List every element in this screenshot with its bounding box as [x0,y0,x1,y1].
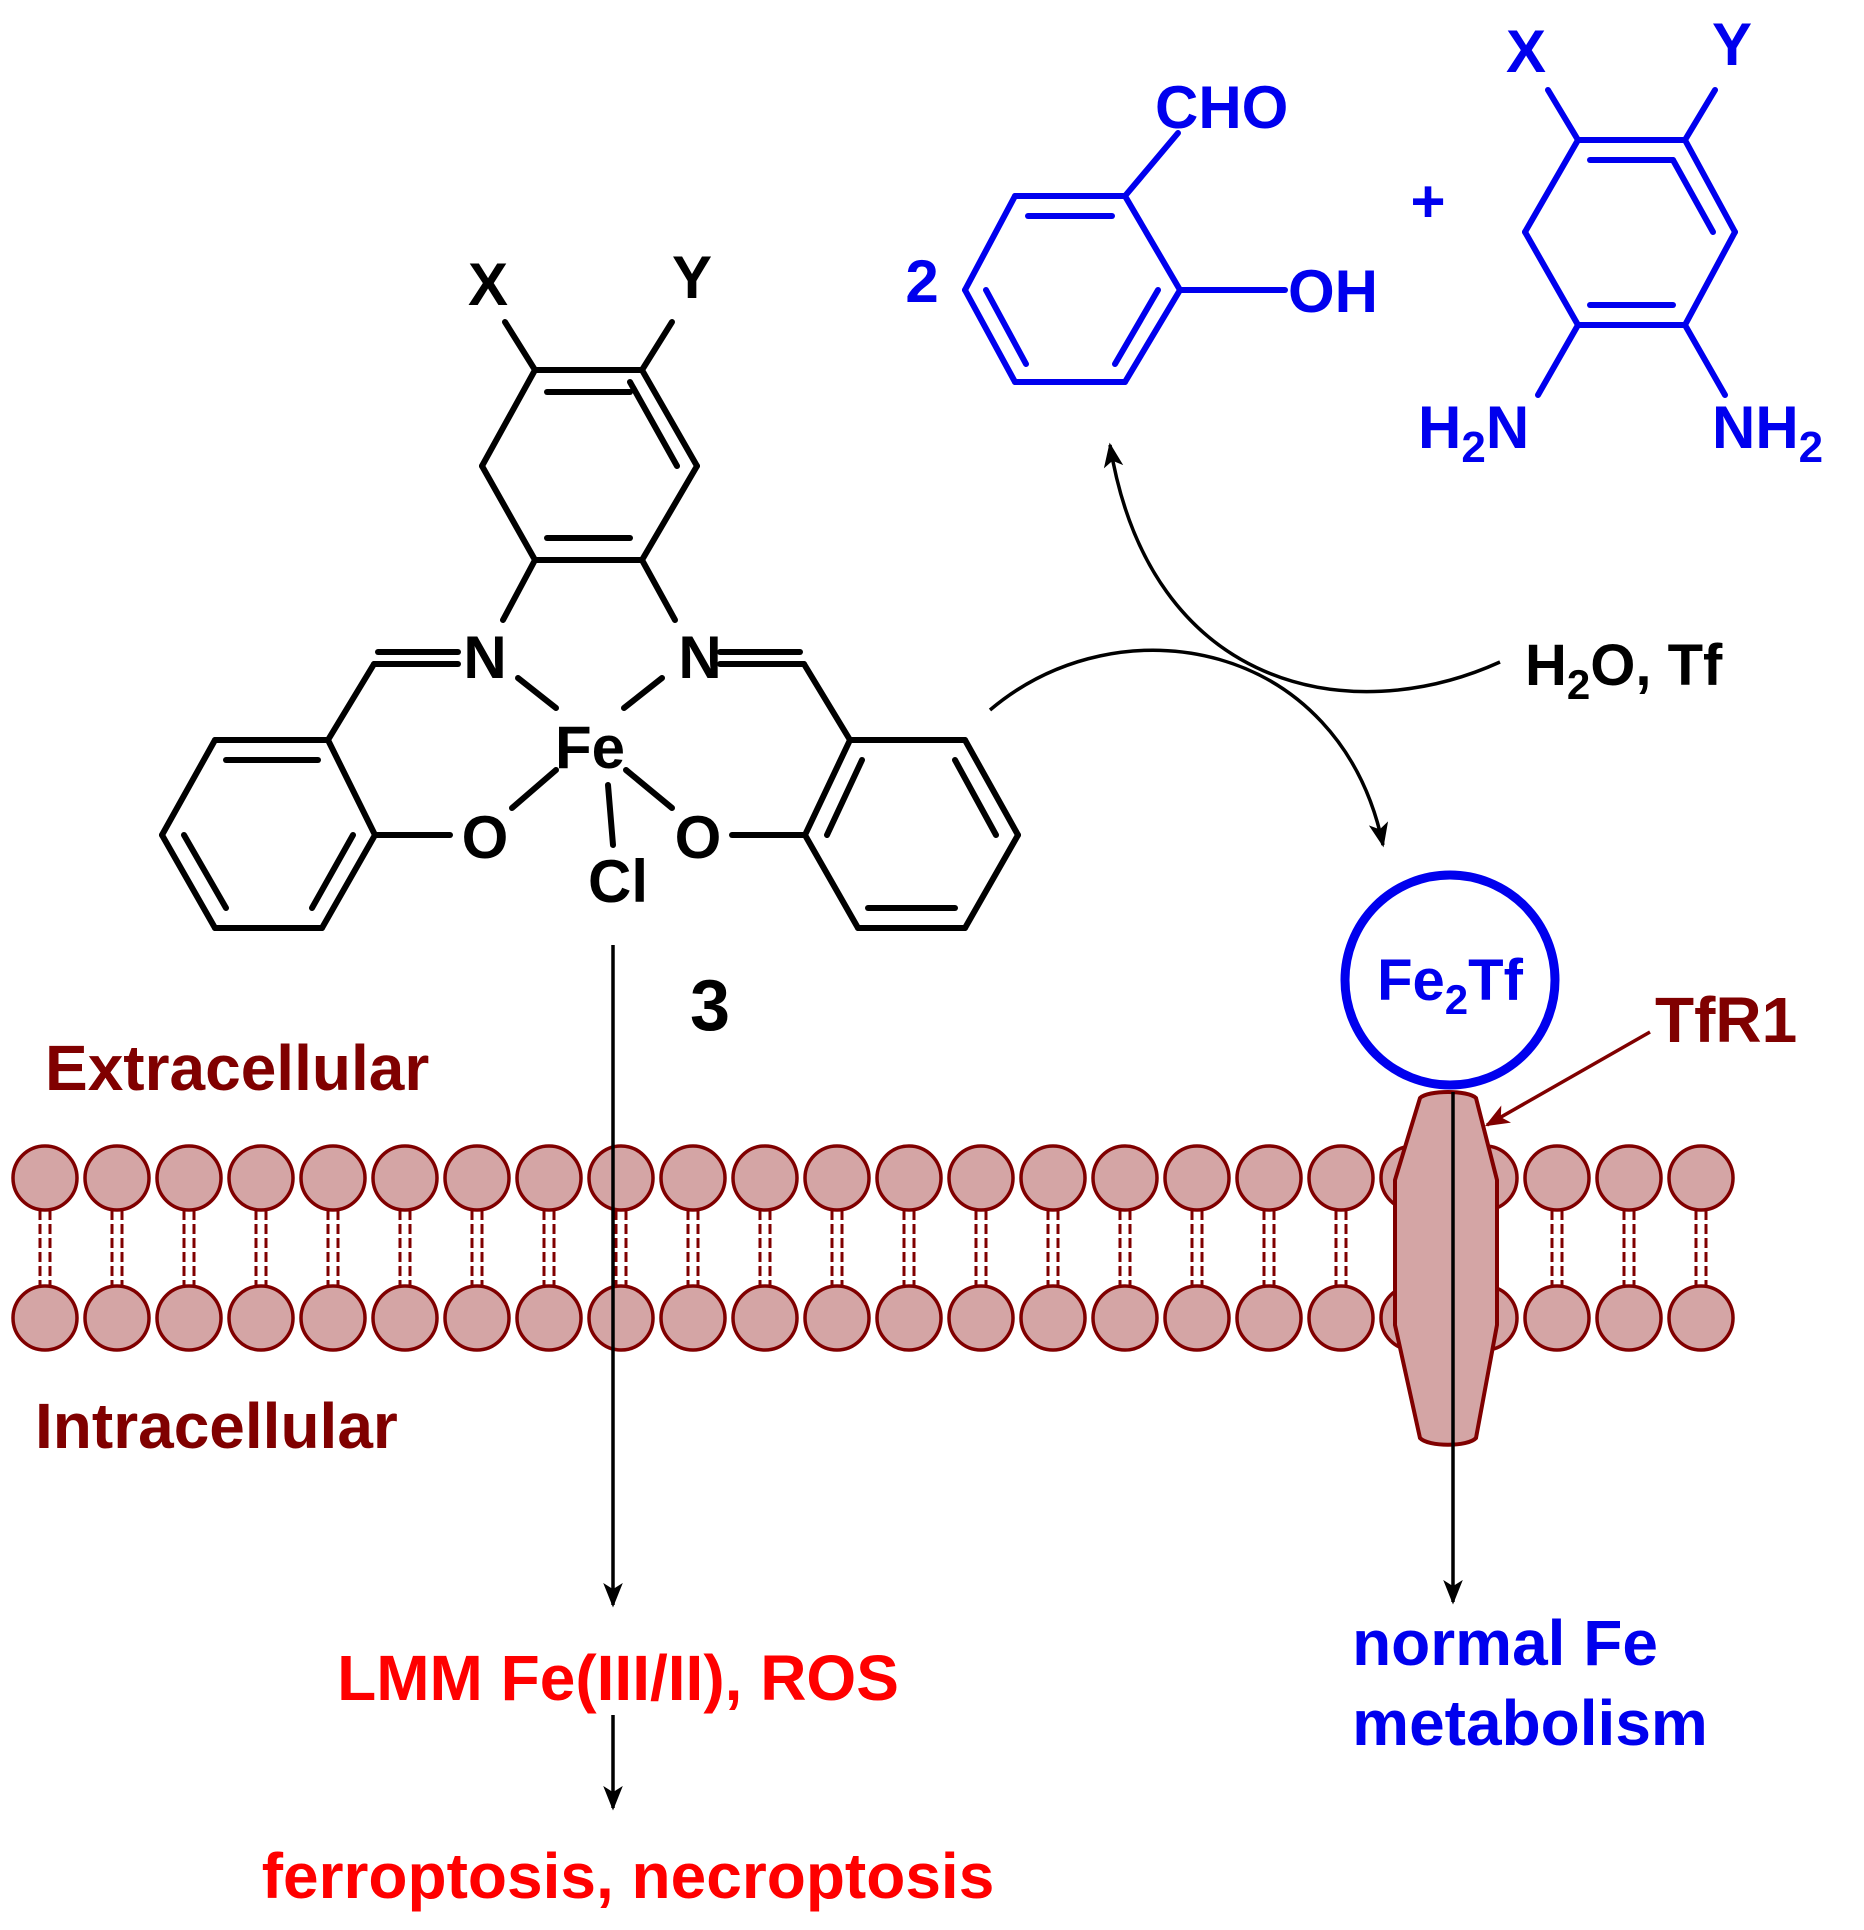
complex-iron-center: Fe [555,714,625,781]
amine-right: NH2 [1712,394,1823,472]
lipid-head [947,1144,1015,1212]
tfr1-pointer [1484,1030,1651,1127]
salicylaldehyde-structure [962,130,1288,385]
tfr1-receptor [1393,1090,1499,1447]
diamine-substituent-x: X [1506,18,1546,85]
lipid-head [947,1284,1015,1352]
lipid-head [1667,1144,1735,1212]
lipid-head [1019,1144,1087,1212]
lipid-head [11,1144,79,1212]
lipid-head [1307,1144,1375,1212]
lipid-head [1523,1144,1591,1212]
compound-number: 3 [690,966,730,1046]
lipid-head [875,1284,943,1352]
lmm-iron-ros-label: LMM Fe(III/II), ROS [337,1642,899,1714]
complex-phenolate-o-left: O [462,804,509,871]
lipid-head [803,1284,871,1352]
plus-sign: + [1410,168,1445,235]
intracellular-label: Intracellular [35,1390,398,1462]
lipid-head [587,1144,655,1212]
lipid-head [1091,1284,1159,1352]
lipid-head [1091,1144,1159,1212]
lipid-head [1595,1284,1663,1352]
lipid-head [1163,1284,1231,1352]
metabolism-label: metabolism [1352,1687,1708,1759]
iron-complex-structure [159,319,1021,931]
lipid-head [83,1284,151,1352]
lipid-head [1307,1284,1375,1352]
complex-imine-n-left: N [463,624,506,691]
lipid-head [227,1144,295,1212]
lipid-head [155,1144,223,1212]
lipid-head [443,1284,511,1352]
lipid-head [875,1144,943,1212]
lipid-head [83,1144,151,1212]
hydroxyl-group: OH [1288,258,1378,325]
lipid-head [731,1144,799,1212]
aldehyde-coefficient: 2 [905,248,938,315]
normal-fe-label: normal Fe [1352,1607,1658,1679]
lipid-head [371,1284,439,1352]
lipid-head [515,1144,583,1212]
lipid-head [299,1144,367,1212]
lipid-head [803,1144,871,1212]
iron-transfer-arrow [988,648,1389,848]
lipid-head [227,1284,295,1352]
complex-chloride: Cl [588,848,648,915]
lipid-head [299,1284,367,1352]
lipid-head [659,1144,727,1212]
tfr1-label: TfR1 [1655,984,1797,1056]
complex-substituent-x: X [468,251,508,318]
lipid-head [587,1284,655,1352]
lipid-head [155,1284,223,1352]
complex-phenolate-o-right: O [675,804,722,871]
lipid-head [1163,1144,1231,1212]
lipid-head [1667,1284,1735,1352]
phenylenediamine-structure [1522,87,1738,398]
lipid-head [11,1284,79,1352]
diamine-substituent-y: Y [1712,11,1752,78]
transferrin-circle [1340,870,1560,1090]
extracellular-label: Extracellular [45,1032,429,1104]
lipid-head [1595,1144,1663,1212]
lipid-head [371,1144,439,1212]
lipid-head [1019,1284,1087,1352]
hydrolysis-arrow [1103,442,1501,694]
lipid-head [731,1284,799,1352]
complex-substituent-y: Y [672,244,712,311]
lipid-head [515,1284,583,1352]
reagents-label: H2O, Tf [1525,633,1723,708]
lipid-head [443,1144,511,1212]
aldehyde-group: CHO [1155,74,1288,141]
lipid-head [1523,1284,1591,1352]
complex-imine-n-right: N [678,624,721,691]
lipid-head [659,1284,727,1352]
lipid-head [1235,1284,1303,1352]
transferrin-label: Fe2Tf [1377,948,1523,1023]
lipid-head [1235,1144,1303,1212]
amine-left: H2N [1418,394,1529,472]
cell-death-label: ferroptosis, necroptosis [262,1840,995,1912]
